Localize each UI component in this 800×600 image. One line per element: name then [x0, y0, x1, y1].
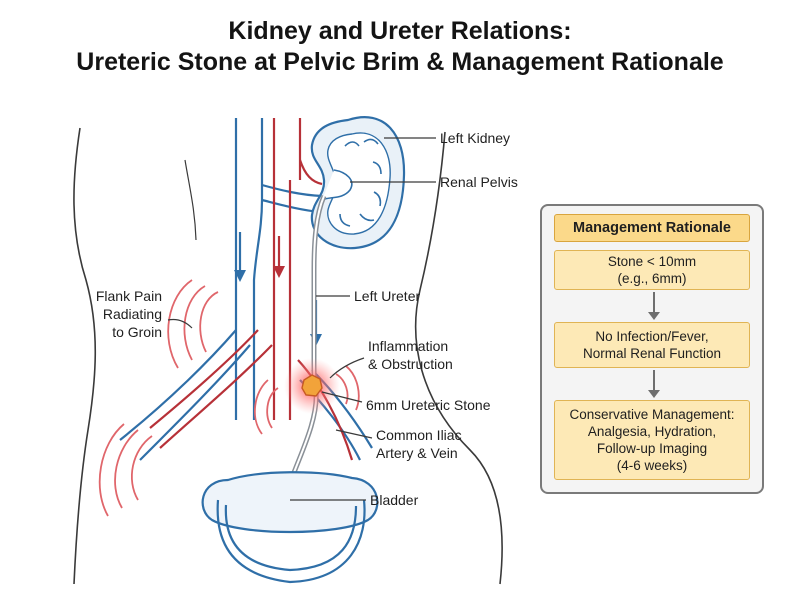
- leader-lines: [167, 137, 436, 501]
- box1-line1: Stone < 10mm: [607, 254, 697, 269]
- label-left-kidney: Left Kidney: [440, 130, 510, 146]
- renal-pelvis: [321, 169, 353, 201]
- box3-line3: Follow-up Imaging: [596, 441, 708, 456]
- box2-line1: No Infection/Fever,: [595, 329, 709, 344]
- label-flank-line3: to Groin: [112, 324, 162, 340]
- title-line-1: Kidney and Ureter Relations:: [228, 17, 572, 45]
- rationale-box-no-infection: No Infection/Fever, Normal Renal Functio…: [554, 322, 750, 368]
- label-iliac-line2: Artery & Vein: [376, 445, 458, 461]
- box3-line1: Conservative Management:: [569, 407, 735, 422]
- box3-line4: (4-6 weeks): [616, 458, 688, 473]
- box3-line2: Analgesia, Hydration,: [587, 424, 717, 439]
- label-flank-line1: Flank Pain: [96, 288, 162, 304]
- bladder: [201, 471, 379, 584]
- label-iliac-line1: Common Iliac: [376, 427, 462, 443]
- label-left-ureter: Left Ureter: [354, 288, 420, 304]
- management-rationale-panel: Management Rationale Stone < 10mm (e.g.,…: [540, 204, 764, 494]
- arrow-down-icon: [648, 292, 660, 320]
- label-inflammation-line1: Inflammation: [368, 338, 448, 354]
- label-stone: 6mm Ureteric Stone: [366, 397, 491, 413]
- flow-arrows: [234, 232, 322, 346]
- label-inflammation-line2: & Obstruction: [368, 356, 453, 372]
- artery-arrow-icon: [273, 266, 285, 278]
- diagram-title: Kidney and Ureter Relations: Ureteric St…: [0, 16, 800, 78]
- title-line-2: Ureteric Stone at Pelvic Brim & Manageme…: [76, 48, 724, 76]
- vein-arrow-icon: [234, 270, 246, 282]
- stone-icon: [301, 374, 323, 397]
- ureteric-stone: [284, 358, 340, 414]
- box2-line2: Normal Renal Function: [582, 346, 722, 361]
- box1-line2: (e.g., 6mm): [617, 271, 687, 286]
- rationale-box-stone-size: Stone < 10mm (e.g., 6mm): [554, 250, 750, 290]
- arrow-down-icon: [648, 370, 660, 398]
- label-flank-line2: Radiating: [103, 306, 162, 322]
- panel-header: Management Rationale: [554, 214, 750, 242]
- body-outline: [73, 127, 503, 585]
- pain-waves-icon: [98, 279, 360, 517]
- label-bladder: Bladder: [370, 492, 419, 508]
- left-kidney: [310, 116, 406, 250]
- label-renal-pelvis: Renal Pelvis: [440, 174, 518, 190]
- rationale-box-conservative: Conservative Management: Analgesia, Hydr…: [554, 400, 750, 480]
